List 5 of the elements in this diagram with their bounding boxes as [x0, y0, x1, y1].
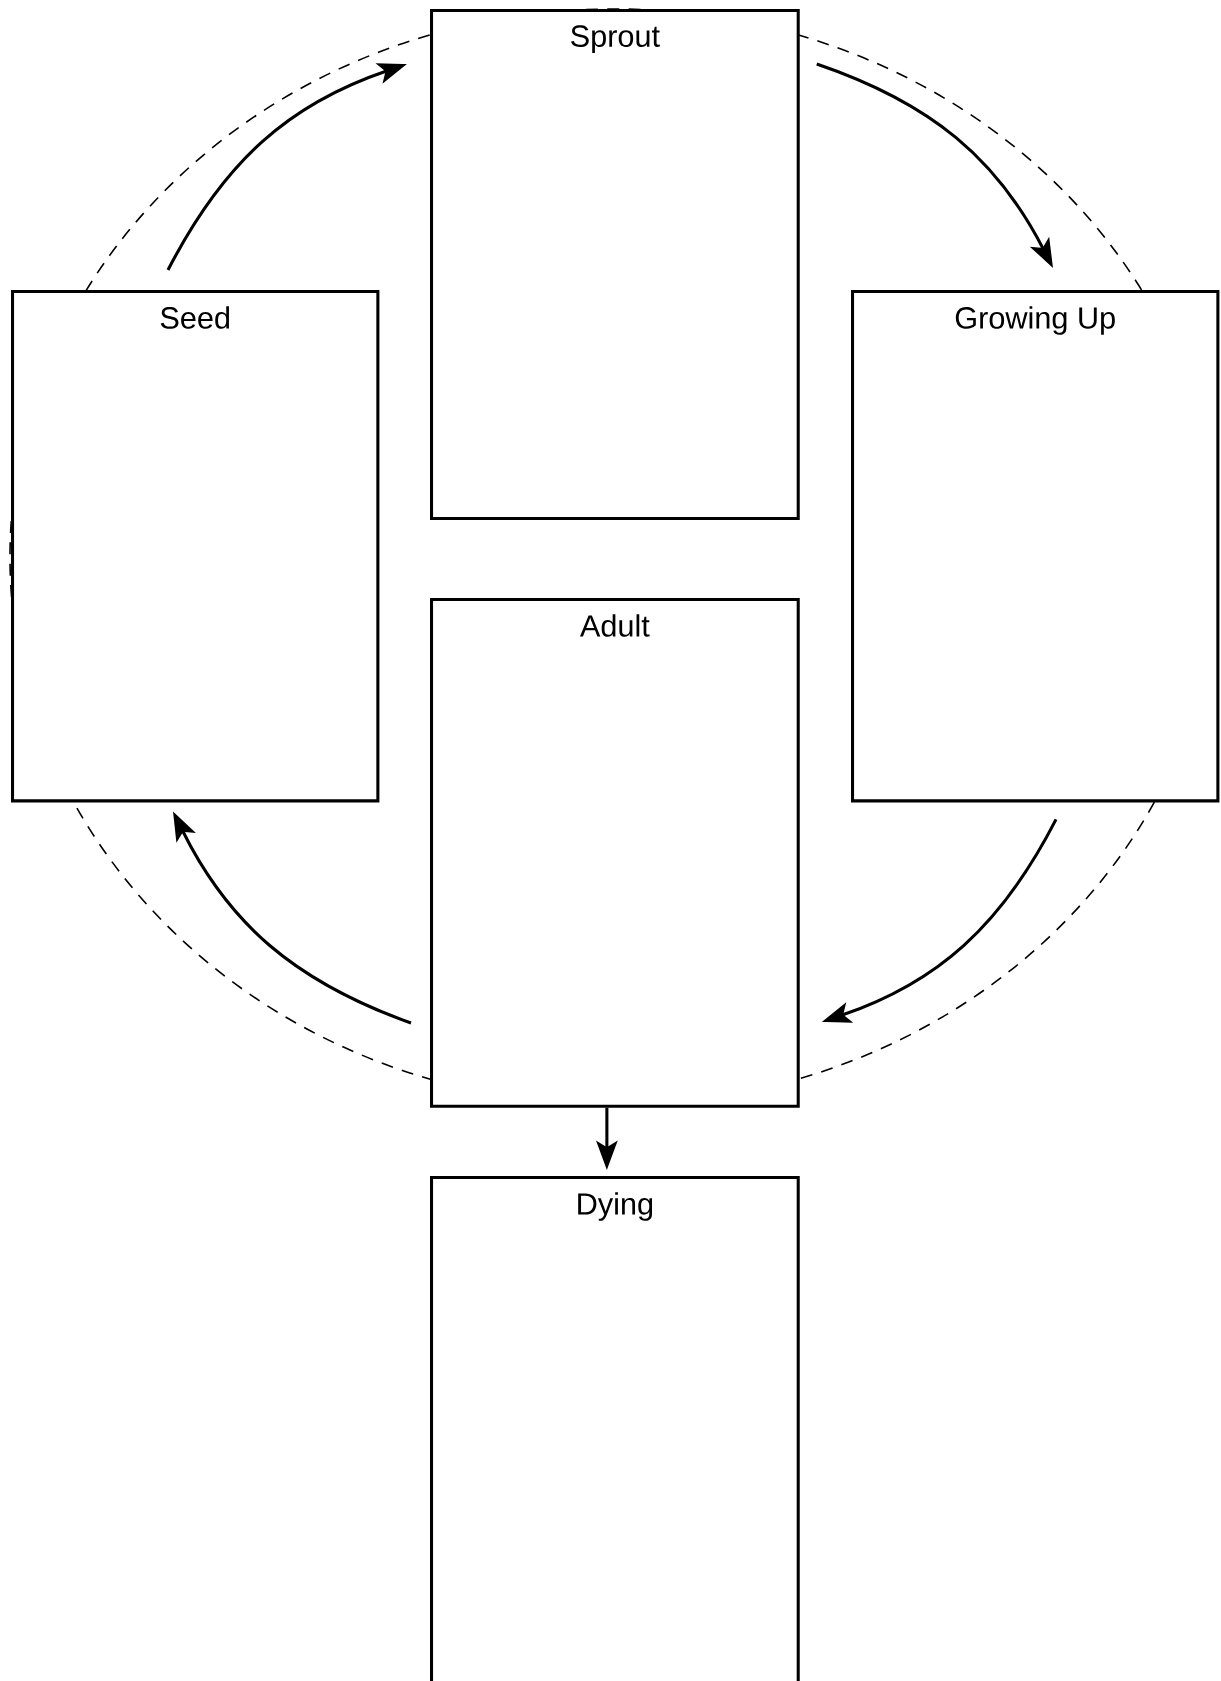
- stage-box: Growing Up: [851, 290, 1220, 803]
- stage-box: Dying: [430, 1176, 800, 1681]
- stage-box: Seed: [11, 290, 380, 803]
- stage-box: Adult: [430, 598, 800, 1108]
- stage-box: Sprout: [430, 9, 800, 521]
